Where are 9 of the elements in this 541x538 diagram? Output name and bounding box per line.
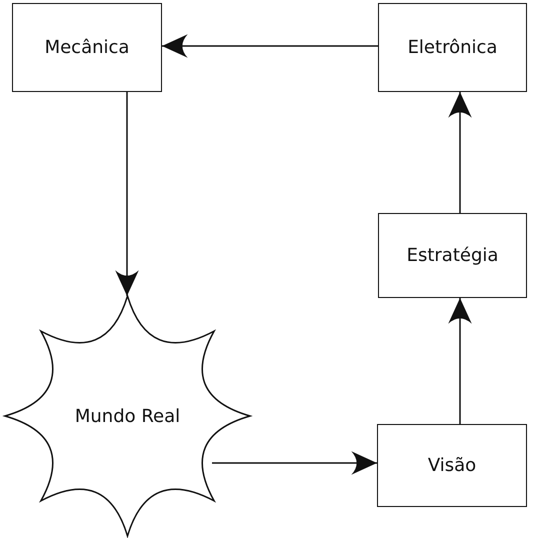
process-box	[12, 3, 162, 92]
process-box	[378, 213, 527, 298]
node-label: Mundo Real	[74, 406, 180, 426]
node-label: Mecânica	[44, 37, 130, 58]
process-box	[377, 424, 527, 507]
node-label: Estratégia	[406, 245, 498, 266]
process-box	[378, 3, 527, 92]
node-label: Visão	[428, 455, 476, 476]
node-label: Eletrônica	[408, 37, 498, 58]
